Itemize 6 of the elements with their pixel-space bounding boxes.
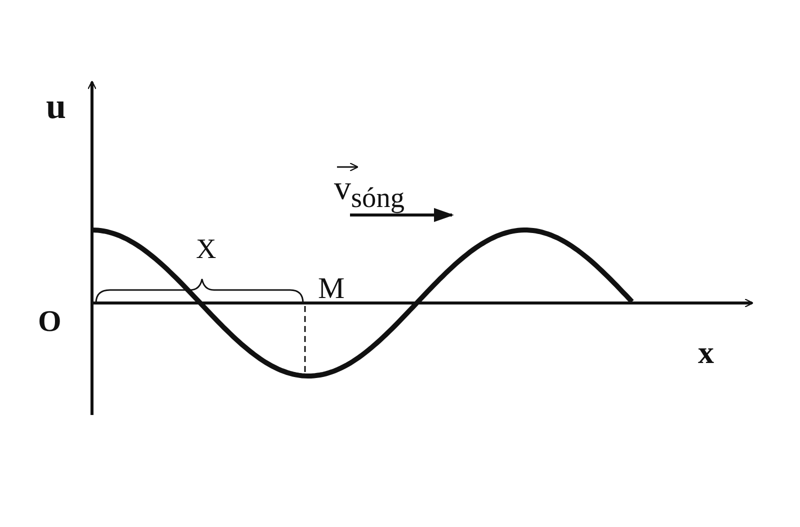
axis-label: x <box>698 336 714 368</box>
origin-label: O <box>38 307 62 337</box>
axis-label: u <box>46 88 66 124</box>
distance-label: X <box>196 236 216 264</box>
point-label: M <box>318 274 345 304</box>
velocity-label: v$_{sóng}$ <box>334 172 405 214</box>
